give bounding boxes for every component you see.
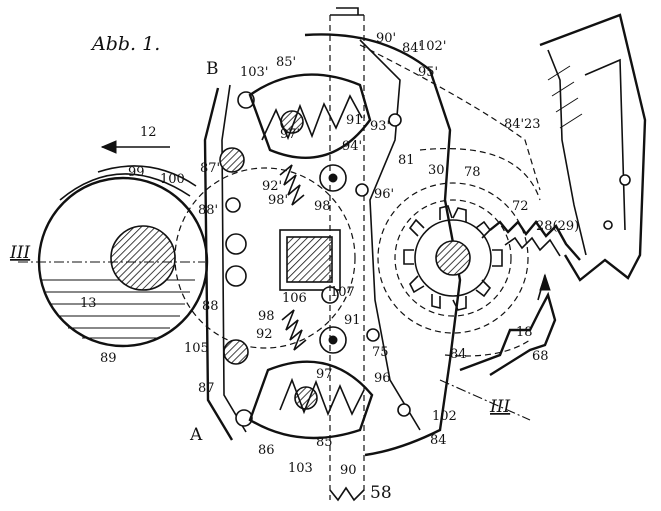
springs <box>279 164 307 351</box>
label-89: 89 <box>100 351 117 366</box>
label-12: 12 <box>140 125 157 140</box>
label-97-prime: 97' <box>280 127 300 142</box>
label-72: 72 <box>512 199 529 214</box>
figure-title: Abb. 1. <box>90 33 160 55</box>
label-84-mid: 84 <box>450 347 467 362</box>
label-98-upper: 98 <box>314 199 331 214</box>
label-107: 107 <box>330 285 355 300</box>
label-90: 90 <box>340 463 357 478</box>
vertical-bar-58 <box>329 7 365 502</box>
label-30: 30 <box>428 163 445 178</box>
label-103-prime: 103' <box>240 65 268 80</box>
center-block <box>286 236 333 283</box>
drum-89 <box>37 165 209 348</box>
direction-arrow-12 <box>100 140 170 154</box>
letter-a: A <box>189 425 203 445</box>
label-75: 75 <box>372 345 389 360</box>
letter-b: B <box>206 59 219 79</box>
label-99: 99 <box>128 165 145 180</box>
label-85-prime: 85' <box>276 55 296 70</box>
section-line-right <box>439 379 531 421</box>
label-95-prime: 95' <box>418 65 438 80</box>
label-87-prime: 87' <box>200 161 220 176</box>
label-86: 86 <box>258 443 275 458</box>
section-mark-left: III <box>9 243 30 263</box>
right-housing <box>304 33 462 457</box>
label-106: 106 <box>282 291 307 306</box>
dashed-outline-right <box>359 44 541 357</box>
label-28-29: 28(29) <box>536 219 579 234</box>
label-100: 100 <box>160 172 185 187</box>
label-90-prime: 90' <box>376 31 396 46</box>
label-88-prime: 88' <box>198 203 218 218</box>
label-102-prime: 102' <box>418 39 446 54</box>
label-102: 102 <box>432 409 457 424</box>
label-93-prime: 93' <box>370 119 390 134</box>
label-13: 13 <box>80 296 97 311</box>
plate-18 <box>459 273 557 377</box>
label-81: 81 <box>398 153 415 168</box>
label-18: 18 <box>516 325 533 340</box>
upper-cam-disk <box>248 73 372 159</box>
lever-23 <box>539 13 647 282</box>
label-84-prime-top: 84' <box>402 41 422 56</box>
label-84-bottom: 84 <box>430 433 447 448</box>
label-96-lower: 96 <box>374 371 391 386</box>
label-87: 87 <box>198 381 215 396</box>
label-92-lower: 92 <box>256 327 273 342</box>
label-103: 103 <box>288 461 313 476</box>
label-84-prime-right: 84' <box>504 117 524 132</box>
dashed-ring-left <box>174 167 356 349</box>
label-96-prime: 96' <box>374 187 394 202</box>
label-23: 23 <box>524 117 541 132</box>
label-98-prime: 98' <box>268 193 288 208</box>
label-97-lower: 97 <box>316 367 333 382</box>
label-105: 105 <box>184 341 209 356</box>
label-68: 68 <box>532 349 549 364</box>
label-58: 58 <box>370 483 392 503</box>
rack-72 <box>489 220 581 261</box>
left-link-arm <box>203 84 255 441</box>
gear-wheel-30 <box>377 182 529 334</box>
label-92-prime: 92' <box>262 179 282 194</box>
section-mark-right: III <box>489 397 510 417</box>
label-94-prime: 94' <box>342 139 362 154</box>
lower-cam-disk <box>248 360 374 440</box>
label-85: 85 <box>316 435 333 450</box>
label-88: 88 <box>202 299 219 314</box>
label-78: 78 <box>464 165 481 180</box>
label-91-prime: 91' <box>346 113 366 128</box>
label-91-lower: 91 <box>344 313 361 328</box>
roller-13 <box>110 225 176 291</box>
label-98-lower: 98 <box>258 309 275 324</box>
